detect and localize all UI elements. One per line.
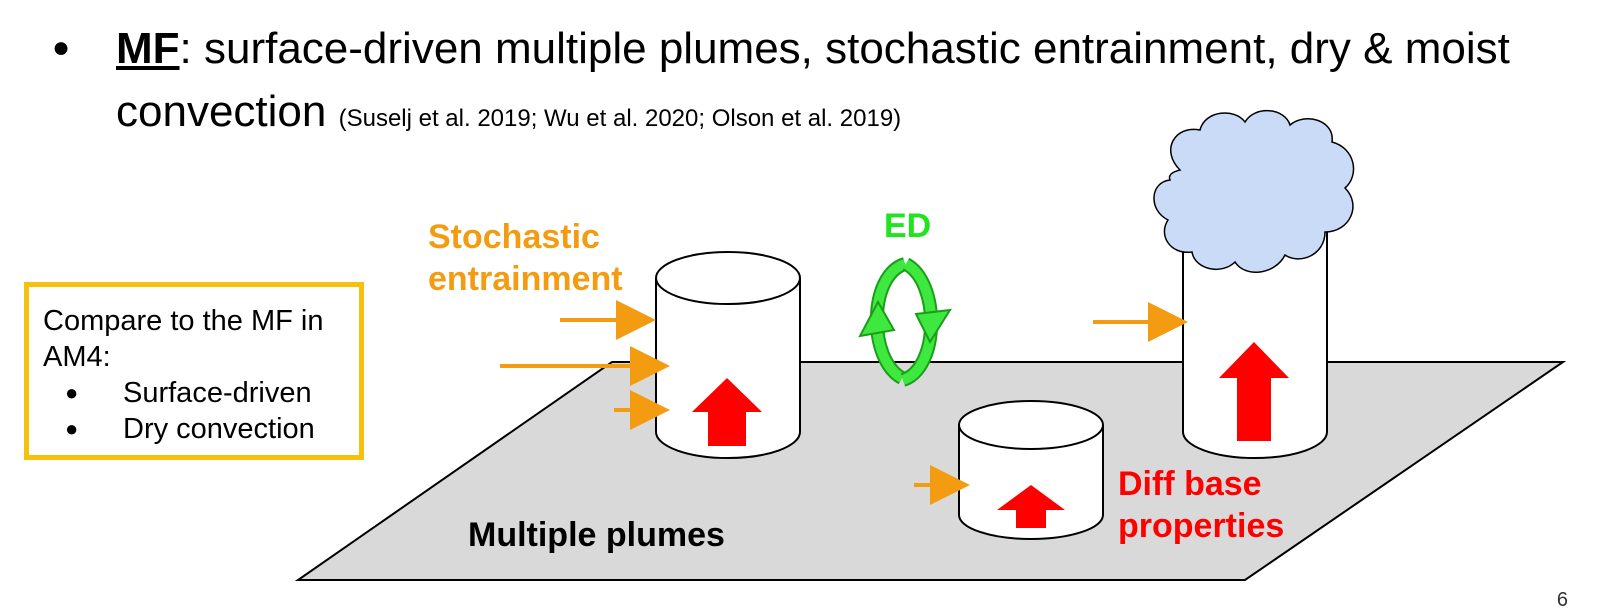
plume-cloud (1153, 109, 1355, 459)
bullet-text-cont: convection (116, 87, 327, 136)
bullet-term: MF (116, 24, 180, 73)
label-ed: ED (884, 207, 931, 245)
bullet-text: : surface-driven multiple plumes, stocha… (179, 24, 1510, 73)
circular-arrows-icon (858, 257, 952, 387)
list-item: Surface-driven (43, 375, 347, 411)
bullet-line-1: ● MF: surface-driven multiple plumes, sto… (52, 18, 1510, 79)
comparison-note: Compare to the MF in AM4: Surface-driven… (24, 282, 364, 460)
up-arrow-icon (1219, 342, 1289, 441)
citation: (Suselj et al. 2019; Wu et al. 2020; Ols… (338, 105, 902, 132)
plume-left (655, 251, 801, 459)
cloud-icon (1153, 109, 1355, 273)
label-diff-base-2: properties (1118, 507, 1284, 545)
bullet-icon: ● (52, 31, 71, 64)
up-arrow-icon (692, 378, 762, 446)
note-list: Surface-driven Dry convection (43, 375, 347, 447)
label-entrainment-2: entrainment (428, 260, 623, 298)
list-item: Dry convection (43, 411, 347, 447)
up-arrow-icon (997, 485, 1065, 528)
page-number: 6 (1556, 589, 1568, 611)
label-diff-base-1: Diff base (1118, 465, 1262, 503)
entrainment-arrows (500, 300, 1188, 505)
label-multiple-plumes: Multiple plumes (468, 516, 725, 554)
label-entrainment-1: Stochastic (428, 218, 600, 256)
plume-small (958, 400, 1104, 540)
note-heading: Compare to the MF in AM4: (43, 305, 324, 373)
bullet-line-2: convection (Suselj et al. 2019; Wu et al… (116, 82, 901, 149)
